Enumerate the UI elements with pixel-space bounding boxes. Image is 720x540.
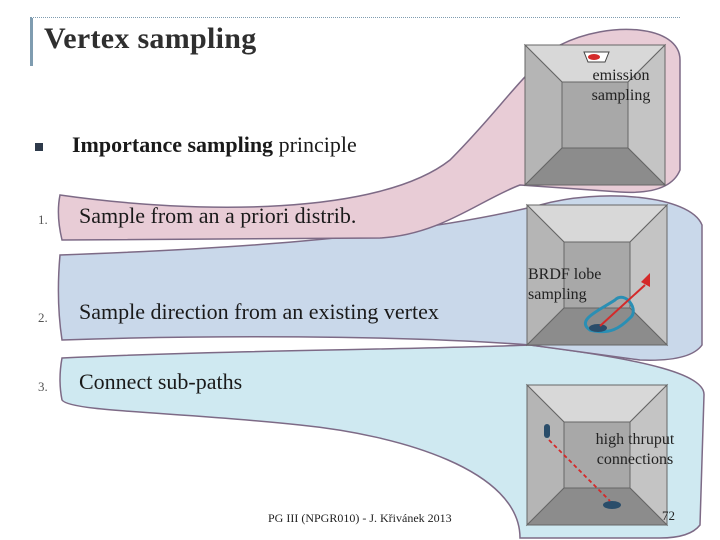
callout-connections-line1: high thruput (595, 431, 675, 448)
slide-footer: PG III (NPGR010) - J. Křivánek 2013 (268, 511, 452, 525)
callout-emission-sampling: emission sampling (578, 66, 664, 106)
item-text-2: Sample direction from an existing vertex (79, 299, 439, 324)
callout-connections-line2: connections (596, 451, 674, 468)
room-box-emission (523, 43, 667, 187)
item-text-3: Connect sub-paths (79, 369, 243, 394)
callout-emission-line1: emission (592, 67, 650, 84)
callout-brdf-line2: sampling (528, 286, 587, 303)
title-accent-bar (30, 18, 33, 66)
callout-emission-line2: sampling (591, 87, 651, 104)
page-number: 72 (662, 508, 675, 523)
callout-brdf-lobe-sampling: BRDF lobe sampling (528, 265, 620, 305)
item-number-3: 3. (38, 379, 48, 394)
square-bullet-icon (35, 143, 43, 151)
bullet-rest-text: principle (273, 132, 357, 157)
slide-title: Vertex sampling (44, 22, 257, 55)
bullet-importance-sampling: Importance sampling principle (72, 132, 357, 158)
room-box-brdf (525, 203, 669, 347)
item-text-1: Sample from an a priori distrib. (79, 203, 357, 228)
item-number-2: 2. (38, 310, 48, 325)
callout-high-thruput-connections: high thruput connections (580, 430, 690, 470)
callout-brdf-line1: BRDF lobe (528, 266, 602, 283)
title-rule (30, 17, 680, 18)
room-box-connections (525, 383, 669, 527)
item-number-1: 1. (38, 212, 48, 227)
bullet-bold-text: Importance sampling (72, 132, 274, 157)
